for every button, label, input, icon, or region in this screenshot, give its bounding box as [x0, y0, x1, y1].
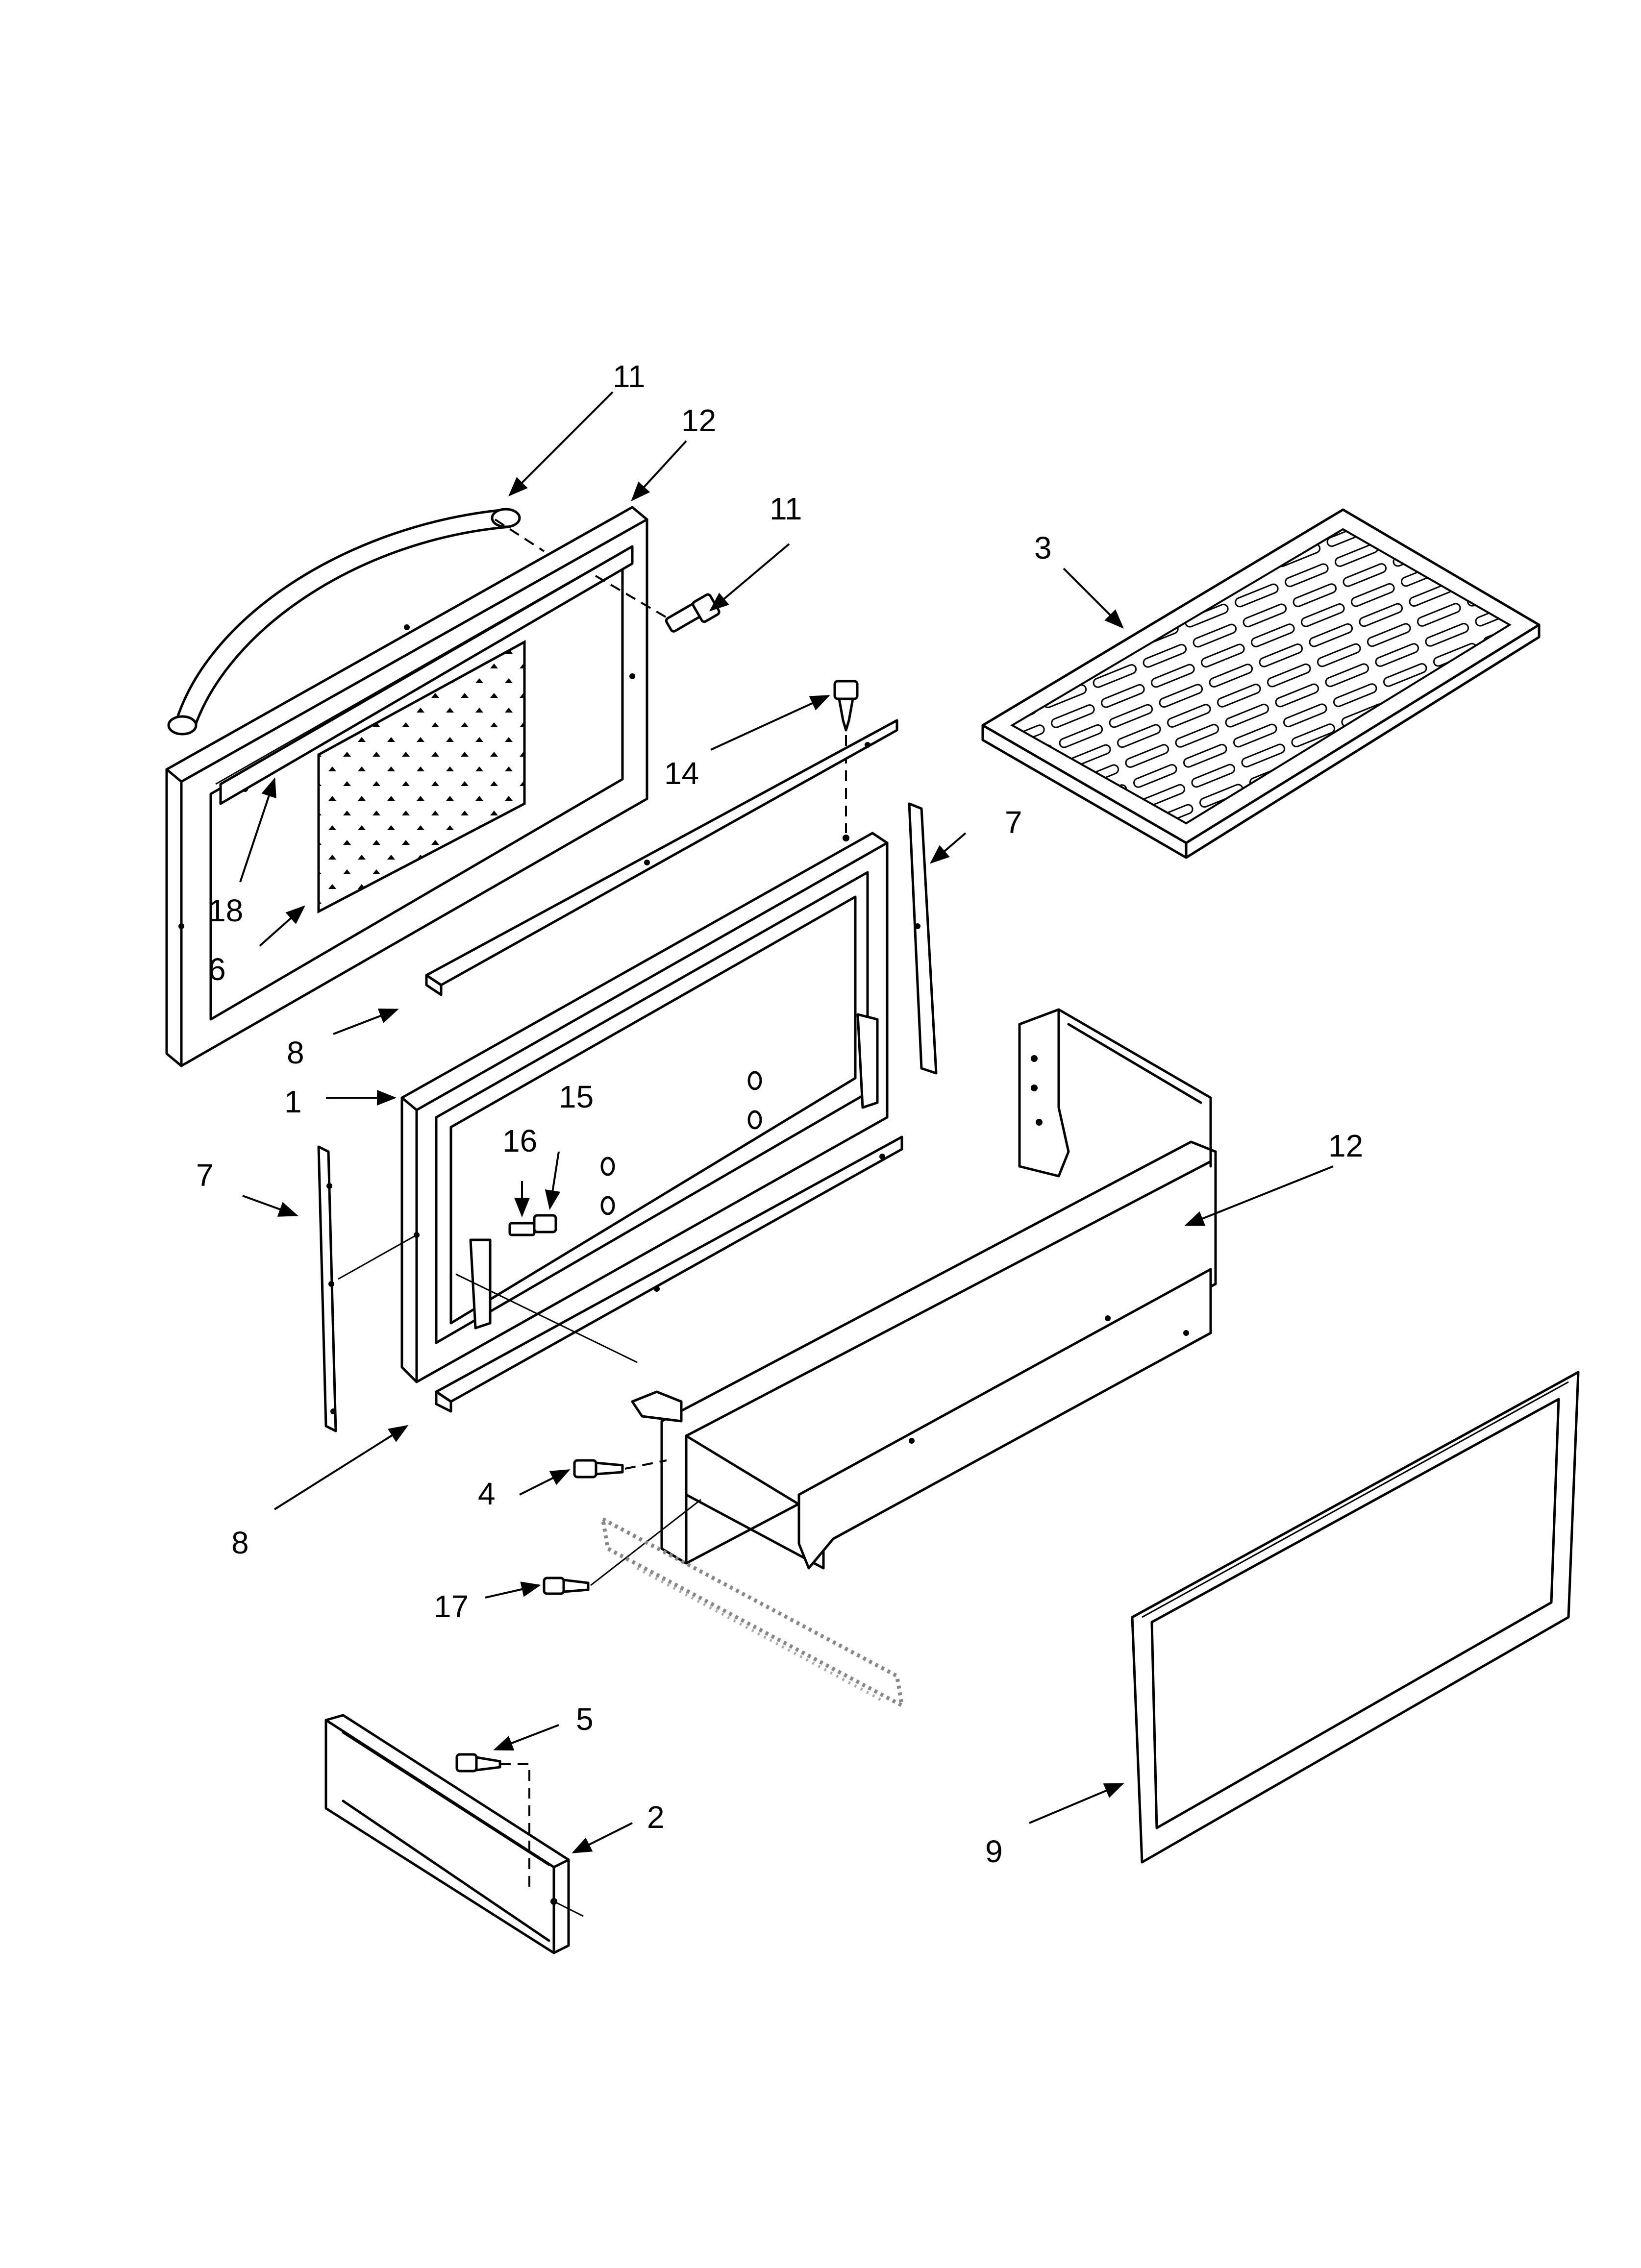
callout-11: 11	[613, 359, 645, 394]
inner-door-liner-part	[400, 832, 889, 1383]
callout-7-right: 7	[1005, 805, 1022, 840]
rail-part	[219, 545, 634, 805]
stud-part-16	[508, 1222, 536, 1236]
gasket-part	[1131, 1371, 1580, 1864]
screw-part-4	[573, 1459, 624, 1479]
callout-10: 11	[770, 491, 802, 526]
callout-12: 12	[681, 403, 716, 438]
nut-part-15	[533, 1214, 557, 1233]
lower-strip-part	[435, 1135, 903, 1413]
callout-2: 2	[647, 1800, 665, 1835]
callout-14: 12	[1328, 1128, 1363, 1163]
left-trim-strip-part	[317, 1145, 337, 1432]
callout-16: 16	[502, 1123, 537, 1159]
screw-part-13	[833, 680, 859, 732]
callout-8-upper: 8	[287, 1035, 304, 1070]
callout-13: 14	[664, 756, 699, 791]
callout-5: 5	[576, 1701, 594, 1737]
right-trim-strip-part	[908, 802, 938, 1075]
callout-9: 9	[985, 1834, 1003, 1869]
callout-8-lower: 8	[231, 1525, 249, 1560]
insulation-panel-part	[317, 640, 526, 914]
callout-labels: 11 12 11 3 14 7 18 6 8 1 15 16 7 12 4 8 …	[196, 359, 1363, 1869]
faded-bracket-part	[600, 1515, 905, 1709]
screw-part-17	[543, 1577, 590, 1595]
screw-part-5	[455, 1753, 501, 1773]
callout-15: 15	[559, 1079, 594, 1114]
callout-3: 3	[1034, 530, 1052, 566]
kick-plate-part	[324, 1714, 570, 1954]
callout-6: 6	[208, 952, 226, 987]
callout-18: 18	[208, 893, 243, 928]
shelf-grille-part	[981, 508, 1541, 859]
screw-part-10	[665, 593, 721, 633]
callout-7-left: 7	[196, 1158, 214, 1193]
callout-4: 4	[478, 1476, 496, 1511]
callout-leaders	[239, 391, 1334, 1853]
drawer-basket-part	[631, 1008, 1217, 1570]
callout-1: 1	[284, 1084, 302, 1119]
callout-17: 17	[434, 1589, 469, 1624]
